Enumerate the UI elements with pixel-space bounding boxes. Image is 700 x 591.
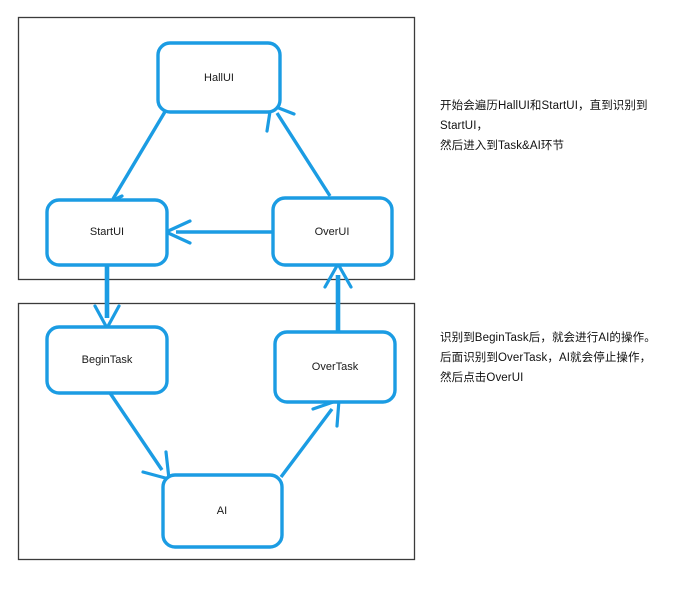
node-overtask[interactable]: OverTask (273, 330, 397, 404)
node-overui[interactable]: OverUI (271, 196, 394, 267)
node-overtask-label: OverTask (312, 361, 359, 373)
node-begintask-label: BeginTask (82, 354, 133, 366)
node-hallui[interactable]: HallUI (156, 41, 282, 114)
node-startui[interactable]: StartUI (45, 198, 169, 267)
annotation-task-flow: 识别到BeginTask后，就会进行AI的操作。 后面识别到OverTask，A… (440, 332, 656, 384)
node-begintask[interactable]: BeginTask (45, 325, 169, 395)
edge-overui-to-startui (164, 219, 272, 245)
edge-overtask-to-overui (323, 262, 353, 332)
node-startui-label: StartUI (90, 226, 124, 238)
annotation-ui-flow: 开始会遍历HallUI和StartUI，直到识别到StartUI， 然后进入到T… (440, 100, 648, 152)
node-overui-label: OverUI (315, 226, 350, 238)
node-ai-label: AI (217, 505, 227, 517)
edge-begintask-to-ai (108, 392, 171, 481)
node-hallui-label: HallUI (204, 72, 234, 84)
node-ai[interactable]: AI (161, 473, 284, 549)
edge-startui-to-begintask (93, 265, 121, 330)
